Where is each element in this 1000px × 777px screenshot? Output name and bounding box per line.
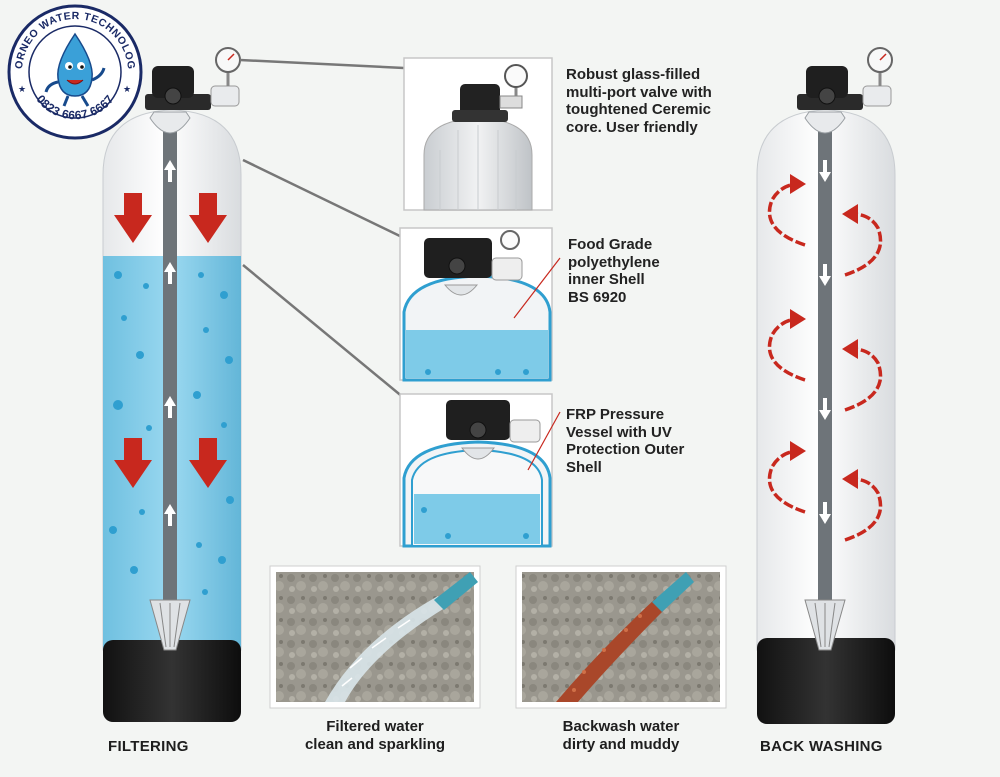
- filtering-center-tube: [163, 118, 177, 608]
- filtering-bypass-pipe: [210, 85, 240, 107]
- backwashing-top-diffuser: [804, 111, 846, 134]
- caption-backwash-water: Backwash water dirty and muddy: [562, 718, 680, 753]
- photo-filtered-stream: [325, 596, 448, 702]
- photo-filtered-sparkles: [341, 619, 411, 687]
- photo-filtered-hose: [434, 572, 478, 610]
- filtering-flow-arrows: [114, 193, 227, 488]
- svg-text:★: ★: [18, 85, 26, 95]
- photo-backwash-stream: [556, 598, 668, 702]
- inset-inner-shell-bubbles: [425, 369, 529, 375]
- filtering-valve-knob: [164, 87, 182, 105]
- filtering-top-diffuser: [149, 111, 191, 134]
- inset-inner-shell-knob: [448, 257, 466, 275]
- inset-valve-pipe: [499, 95, 523, 109]
- backwashing-tank: [756, 47, 896, 724]
- backwashing-center-tube: [818, 118, 832, 608]
- inset-valve: [403, 57, 553, 211]
- photo-filtered-ground: [276, 572, 474, 702]
- callout-valve: Robust glass-filled multi-port valve wit…: [566, 66, 712, 137]
- filtering-distributor-slots: [159, 602, 181, 648]
- inset-connectors: [239, 58, 405, 399]
- inset-inner-shell-pipe: [491, 257, 523, 281]
- inset-inner-shell: [399, 227, 561, 382]
- inset-frp-shell-diffuser: [461, 447, 495, 460]
- inset-frp-shell-pipe: [509, 419, 541, 443]
- backwashing-distributor-slots: [814, 602, 836, 648]
- caption-filtered-water: Filtered water clean and sparkling: [304, 718, 446, 753]
- backwashing-valve-head: [806, 66, 848, 98]
- brand-logo: BORNEO WATER TECHNOLOGY 0823 6667 6667 ★…: [0, 0, 143, 140]
- filtering-valve-head: [152, 66, 194, 98]
- backwashing-bypass-pipe: [862, 85, 892, 107]
- backwashing-swirl-arrowheads: [790, 174, 858, 489]
- backwashing-valve-knob: [818, 87, 836, 105]
- svg-text:★: ★: [123, 85, 131, 95]
- callout-inner-shell: Food Grade polyethylene inner Shell BS 6…: [568, 236, 660, 307]
- filtering-tube-arrows: [164, 160, 176, 526]
- backwashing-gauge-needle: [879, 53, 887, 61]
- inset-frp-shell: [399, 393, 561, 548]
- backwashing-swirl-arrows: [767, 182, 883, 542]
- caption-backwashing: BACK WASHING: [760, 738, 883, 755]
- inset-inner-shell-gauge: [500, 230, 520, 250]
- photo-backwash-mud-specks: [572, 614, 642, 692]
- inset-valve-vessel-ribs: [439, 125, 517, 210]
- caption-filtering: FILTERING: [108, 738, 189, 755]
- backwashing-tank-base: [757, 638, 895, 724]
- inset-frp-shell-water: [414, 494, 540, 544]
- inset-frp-shell-bubbles: [421, 507, 529, 539]
- photo-filtered-water: [269, 565, 481, 709]
- inset-inner-shell-diffuser: [443, 284, 479, 296]
- inset-valve-gauge: [504, 64, 528, 88]
- inset-frp-shell-pointer: [527, 411, 561, 471]
- photo-backwash-hose: [652, 572, 694, 612]
- filtering-gauge-needle: [227, 53, 235, 61]
- water-drop-mascot-icon: [44, 32, 106, 107]
- filtering-tank-base: [103, 640, 241, 722]
- inset-valve-collar: [452, 110, 508, 122]
- filtering-bubbles: [109, 271, 234, 595]
- inset-frp-shell-valve: [446, 400, 510, 440]
- photo-backwash-water: [515, 565, 727, 709]
- callout-frp-shell: FRP Pressure Vessel with UV Protection O…: [566, 406, 685, 477]
- backwashing-tube-arrows: [819, 160, 831, 524]
- filtering-tank: [102, 47, 242, 722]
- inset-inner-shell-pointer: [513, 257, 561, 319]
- inset-frp-shell-knob: [469, 421, 487, 439]
- brand-logo-stars: ★★: [18, 85, 131, 95]
